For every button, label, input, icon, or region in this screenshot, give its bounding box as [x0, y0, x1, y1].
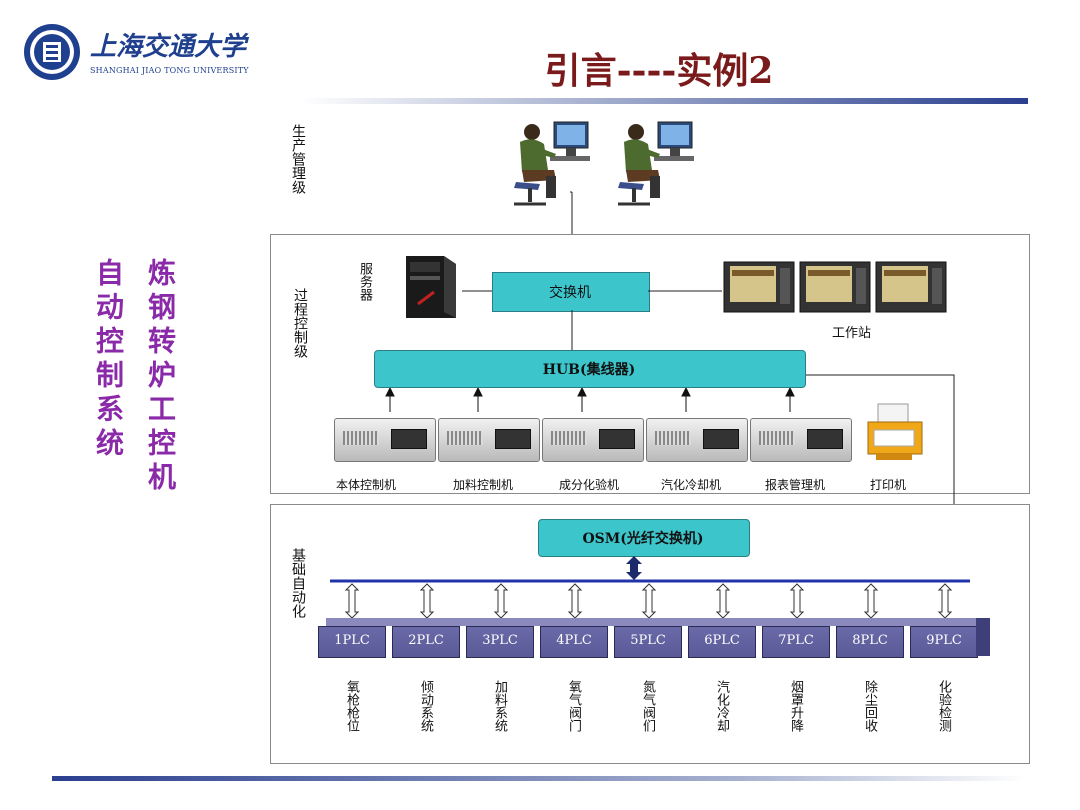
machine-3-icon [542, 418, 644, 462]
machine-label-1: 本体控制机 [335, 478, 396, 492]
plc-label-3: 加料系统 [492, 680, 507, 732]
machine-label-4: 汽化冷却机 [660, 478, 721, 492]
switch-label: 交换机 [549, 285, 591, 301]
side-title-right: 炼钢转炉工控机 [144, 258, 177, 496]
machine-label-3: 成分化验机 [558, 478, 619, 492]
server-icon [400, 252, 460, 322]
operator-1-icon [514, 121, 590, 206]
plc-4: 4PLC [540, 626, 608, 658]
machine-label-6: 打印机 [869, 478, 906, 492]
plc-row-side [976, 618, 990, 656]
operator-2-icon [618, 121, 694, 206]
page-title: 引言----实例2 [544, 50, 774, 92]
side-title-left: 自动控制系统 [92, 258, 125, 462]
hub-label: HUB(集线器) [542, 362, 636, 378]
logo-en: SHANGHAI JIAO TONG UNIVERSITY [90, 66, 249, 75]
switch-box [492, 272, 650, 312]
plc-7: 7PLC [762, 626, 830, 658]
machine-label-2: 加料控制机 [452, 478, 513, 492]
logo-cn: 上海交通大学 [90, 32, 247, 62]
level-production-label: 生产管理级 [290, 124, 306, 194]
level-process-label: 过程控制级 [292, 288, 308, 358]
plc-label-2: 倾动系统 [418, 680, 433, 732]
header-rule [300, 98, 1028, 104]
machine-5-icon [750, 418, 852, 462]
plc-2: 2PLC [392, 626, 460, 658]
plc-3: 3PLC [466, 626, 534, 658]
plc-9: 9PLC [910, 626, 978, 658]
workstation-label: 工作站 [832, 326, 872, 341]
logo: 上海交通大学 SHANGHAI JIAO TONG UNIVERSITY [18, 20, 278, 86]
plc-1: 1PLC [318, 626, 386, 658]
level-basic-label: 基础自动化 [290, 548, 306, 618]
server-label: 服务器 [357, 262, 372, 301]
university-seal-icon [24, 24, 80, 80]
footer-rule [52, 776, 1028, 781]
osm-label: OSM(光纤交换机) [582, 531, 704, 547]
machine-label-5: 报表管理机 [764, 478, 825, 492]
osm-box [538, 519, 750, 557]
printer-icon [867, 403, 923, 460]
plc-label-5: 氮气阀们 [640, 680, 655, 732]
plc-row-top [326, 618, 990, 626]
plc-label-6: 汽化冷却 [714, 680, 729, 732]
plc-label-1: 氧枪枪位 [344, 680, 359, 732]
plc-5: 5PLC [614, 626, 682, 658]
plc-label-4: 氧气阀门 [566, 680, 581, 732]
plc-label-9: 化验检测 [936, 680, 951, 732]
plc-label-7: 烟罩升降 [788, 680, 803, 732]
machine-1-icon [334, 418, 436, 462]
workstation-icons [723, 261, 947, 313]
machine-2-icon [438, 418, 540, 462]
machine-4-icon [646, 418, 748, 462]
plc-label-8: 除尘回收 [862, 680, 877, 732]
plc-8: 8PLC [836, 626, 904, 658]
plc-6: 6PLC [688, 626, 756, 658]
hub-box [374, 350, 806, 388]
